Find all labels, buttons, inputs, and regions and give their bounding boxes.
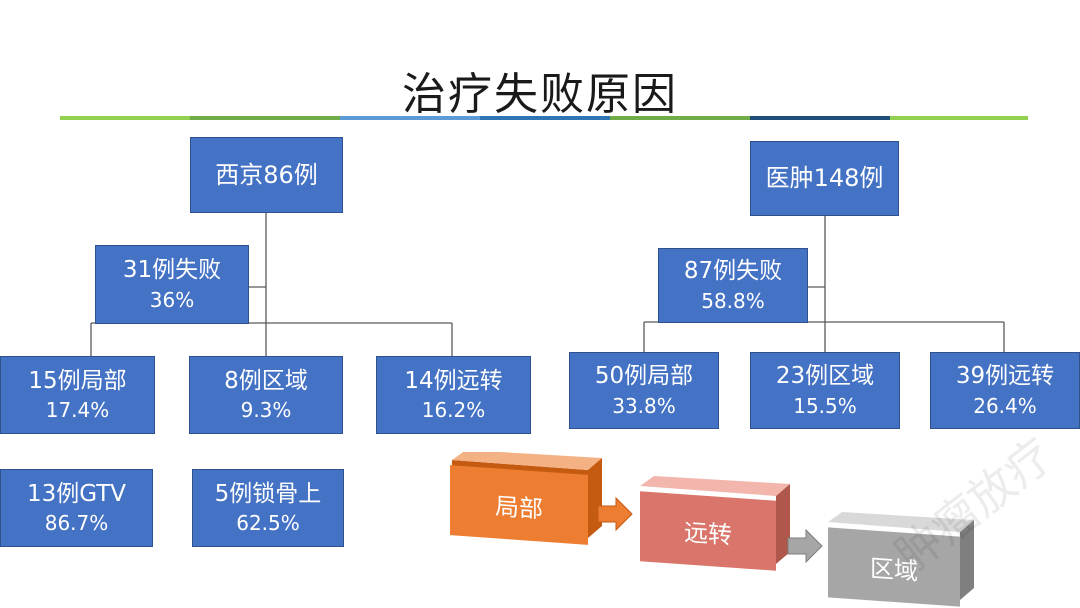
right-failure-node: 87例失败 58.8%: [658, 248, 808, 323]
right-distant-count: 39例远转: [955, 363, 1055, 390]
left-gtv-node: 13例GTV 86.7%: [0, 469, 153, 547]
right-local-rate: 33.8%: [612, 393, 676, 418]
left-distant-node: 14例远转 16.2%: [376, 356, 531, 434]
left-local-node: 15例局部 17.4%: [0, 356, 155, 434]
right-distant-rate: 26.4%: [973, 393, 1037, 418]
flow-block-distant: 远转: [640, 491, 776, 571]
right-root-label: 医肿148例: [765, 164, 884, 193]
right-root-node: 医肿148例: [750, 141, 899, 216]
right-local-count: 50例局部: [594, 363, 694, 390]
left-root-node: 西京86例: [190, 137, 343, 213]
left-local-rate: 17.4%: [45, 398, 110, 423]
left-regional-count: 8例区域: [224, 367, 308, 394]
left-supraclavicular-rate: 62.5%: [236, 511, 300, 536]
title-rule: [60, 116, 1028, 120]
left-local-count: 15例局部: [28, 367, 127, 394]
flow-block-local: 局部: [450, 465, 588, 545]
right-distant-node: 39例远转 26.4%: [930, 352, 1080, 429]
left-gtv-rate: 86.7%: [44, 511, 109, 536]
right-failure-count: 87例失败: [683, 258, 783, 285]
left-root-label: 西京86例: [215, 160, 318, 189]
flow-block-distant-label: 远转: [684, 517, 732, 550]
left-distant-count: 14例远转: [404, 367, 503, 394]
flow-arrow-2-icon: [787, 528, 823, 564]
left-gtv-count: 13例GTV: [26, 480, 127, 507]
left-distant-rate: 16.2%: [421, 398, 486, 423]
right-regional-count: 23例区域: [775, 363, 875, 390]
right-failure-rate: 58.8%: [701, 288, 765, 313]
left-failure-rate: 36%: [149, 287, 195, 312]
left-regional-rate: 9.3%: [240, 398, 292, 423]
slide-title: 治疗失败原因: [402, 69, 678, 120]
left-failure-node: 31例失败 36%: [95, 245, 249, 324]
right-regional-node: 23例区域 15.5%: [750, 352, 900, 429]
left-failure-count: 31例失败: [122, 257, 222, 284]
flow-block-local-label: 局部: [495, 491, 543, 524]
left-supraclavicular-count: 5例锁骨上: [214, 480, 322, 507]
flow-arrow-1-icon: [597, 496, 633, 532]
left-supraclavicular-node: 5例锁骨上 62.5%: [192, 469, 344, 547]
left-regional-node: 8例区域 9.3%: [189, 356, 343, 434]
right-regional-rate: 15.5%: [793, 393, 857, 418]
right-local-node: 50例局部 33.8%: [569, 352, 719, 429]
